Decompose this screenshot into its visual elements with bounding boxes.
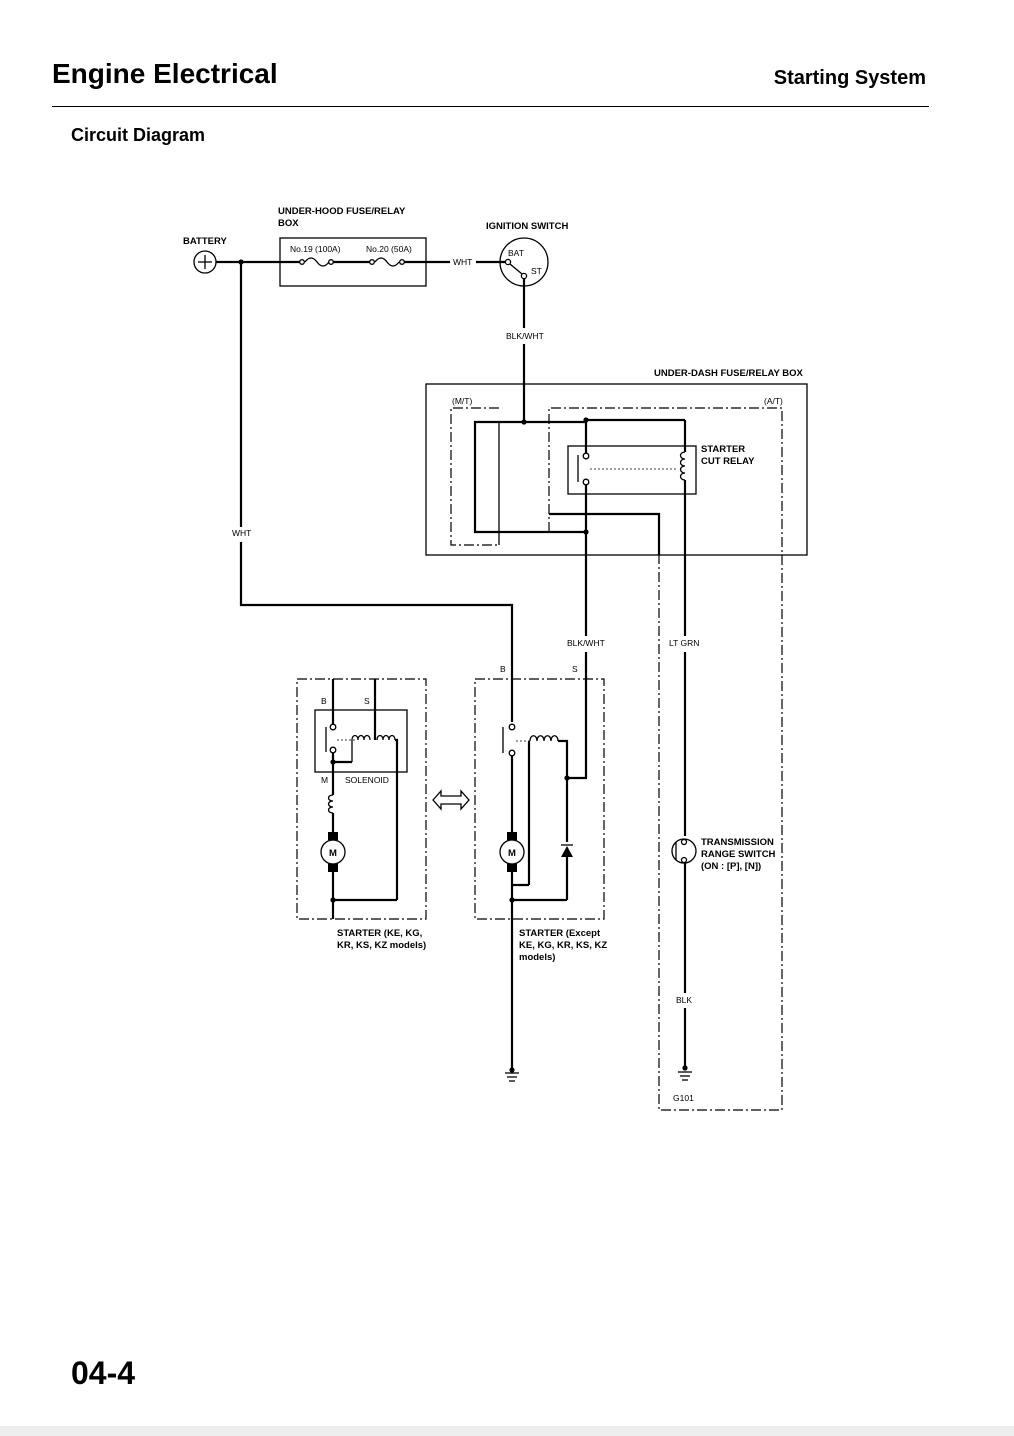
motor-left-symbol: M xyxy=(329,848,337,859)
motor-right-symbol: M xyxy=(508,848,516,859)
starter-cut-relay-label-2: CUT RELAY xyxy=(701,456,755,467)
page-title: Engine Electrical xyxy=(52,58,278,89)
term-b-right: B xyxy=(500,664,506,674)
starter-right-box xyxy=(474,678,605,920)
term-m: M xyxy=(321,775,328,785)
starter-left-box xyxy=(296,678,427,920)
starter-left-symbol xyxy=(314,679,408,919)
wire-blk-wht-top-label: BLK/WHT xyxy=(506,331,544,341)
under-hood-box-label-2: BOX xyxy=(278,218,299,229)
ground-symbol-g101 xyxy=(678,1071,692,1081)
section-title: Starting System xyxy=(773,67,926,89)
ground-symbol-left xyxy=(505,1072,519,1082)
starter-cut-relay-label-1: STARTER xyxy=(701,444,745,455)
trans-switch-label-1: TRANSMISSION xyxy=(701,837,774,848)
at-label: (A/T) xyxy=(764,396,783,406)
fuse-20-label: No.20 (50A) xyxy=(366,244,412,254)
wire-lt-grn-label: LT GRN xyxy=(669,638,699,648)
starter-cut-relay xyxy=(567,420,697,555)
page-edge xyxy=(0,1426,1014,1436)
transmission-range-switch xyxy=(671,838,697,993)
under-dash-box-label: UNDER-DASH FUSE/RELAY BOX xyxy=(654,368,804,379)
wire-wht-top-label: WHT xyxy=(453,257,472,267)
starter-right-symbol xyxy=(499,723,573,903)
ground-g101-label: G101 xyxy=(673,1093,694,1103)
battery-symbol xyxy=(193,250,217,274)
page-number: 04-4 xyxy=(71,1355,136,1391)
starter-right-label-3: models) xyxy=(519,952,555,963)
subheading: Circuit Diagram xyxy=(71,125,206,145)
mt-label: (M/T) xyxy=(452,396,472,406)
trans-switch-label-2: RANGE SWITCH xyxy=(701,849,776,860)
fuse-19-label: No.19 (100A) xyxy=(290,244,341,254)
term-b-left: B xyxy=(321,696,327,706)
battery-label: BATTERY xyxy=(183,236,227,247)
starter-right-label-2: KE, KG, KR, KS, KZ xyxy=(519,940,607,951)
ign-st-label: ST xyxy=(531,266,542,276)
starter-right-label-1: STARTER (Except xyxy=(519,928,601,939)
equivalence-arrow-icon xyxy=(432,789,470,811)
solenoid-label: SOLENOID xyxy=(345,775,389,785)
under-hood-box-label-1: UNDER-HOOD FUSE/RELAY xyxy=(278,206,406,217)
trans-switch-label-3: (ON : [P], [N]) xyxy=(701,861,761,872)
ign-bat-label: BAT xyxy=(508,248,524,258)
ignition-switch-symbol xyxy=(499,237,549,287)
wire-blk-label: BLK xyxy=(676,995,692,1005)
starter-left-label-1: STARTER (KE, KG, xyxy=(337,928,422,939)
starter-left-label-2: KR, KS, KZ models) xyxy=(337,940,426,951)
wire-wht-left-label: WHT xyxy=(232,528,251,538)
wire-blk-wht-mid-label: BLK/WHT xyxy=(567,638,605,648)
under-dash-fuse-box xyxy=(425,383,808,556)
header-rule xyxy=(52,106,929,107)
term-s-left: S xyxy=(364,696,370,706)
ignition-switch-label: IGNITION SWITCH xyxy=(486,221,568,232)
term-s-right: S xyxy=(572,664,578,674)
